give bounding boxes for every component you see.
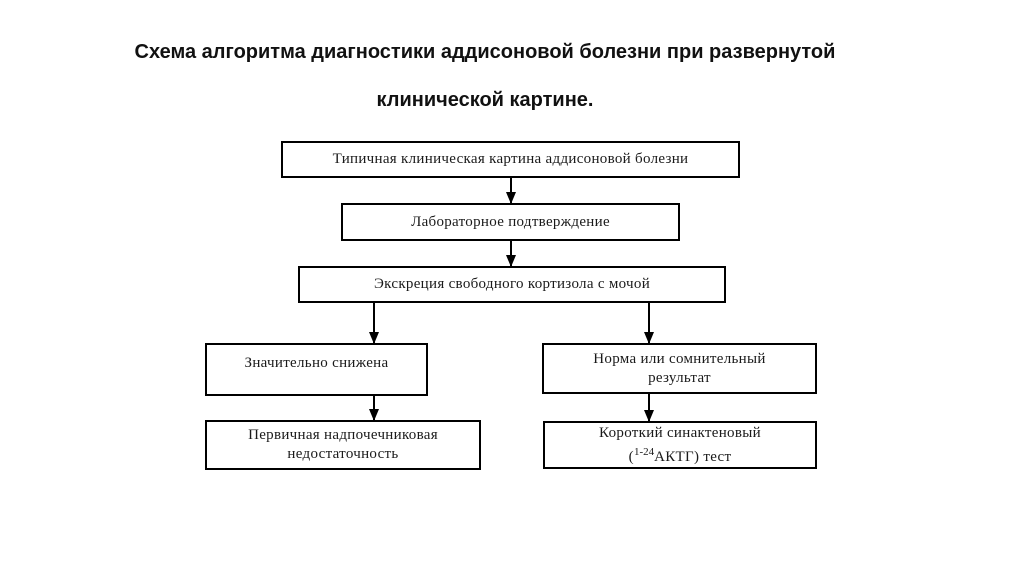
flow-node-label: Экскреция свободного кортизола с мочой [373, 276, 651, 292]
flow-node-free-cortisol-urine-excretion: Экскреция свободного кортизола с мочой [298, 266, 726, 303]
arrow-lab-to-excretion [510, 241, 512, 266]
flow-node-normal-or-doubtful-result: Норма или сомнительный результат [542, 343, 817, 394]
flow-node-label: Типичная клиническая картина аддисоновой… [332, 151, 689, 167]
flow-node-label: Значительно снижена [244, 355, 389, 371]
flow-node-typical-clinical-picture: Типичная клиническая картина аддисоновой… [281, 141, 740, 178]
arrow-excretion-to-normal [648, 303, 650, 343]
arrow-excretion-to-reduced [373, 303, 375, 343]
flow-node-significantly-reduced: Значительно снижена [205, 343, 428, 396]
arrow-normal-to-synacthen [648, 394, 650, 421]
flow-node-label: Лабораторное подтверждение [411, 213, 610, 230]
flow-node-label: Норма или сомнительный результат [593, 350, 766, 386]
flow-node-short-synacthen-test: Короткий синактеновый (1-24АКТГ) тест [543, 421, 817, 469]
flow-node-label: Короткий синактеновый (1-24АКТГ) тест [599, 424, 761, 465]
flow-node-primary-adrenal-insufficiency: Первичная надпочечниковая недостаточност… [205, 420, 481, 470]
page-title: Схема алгоритма диагностики аддисоновой … [0, 28, 1024, 124]
superscript-1-24: 1-24 [633, 445, 655, 458]
flow-node-lab-confirmation: Лабораторное подтверждение [341, 203, 680, 241]
page-title-line1: Схема алгоритма диагностики аддисоновой … [134, 41, 836, 63]
flow-node-label-line2: (1-24АКТГ) тест [628, 445, 732, 465]
page-title-line2: клинической картине. [376, 89, 594, 111]
arrow-reduced-to-insufficiency [373, 396, 375, 420]
flow-node-label: Первичная надпочечниковая недостаточност… [248, 427, 438, 462]
arrow-typical-to-lab [510, 178, 512, 203]
